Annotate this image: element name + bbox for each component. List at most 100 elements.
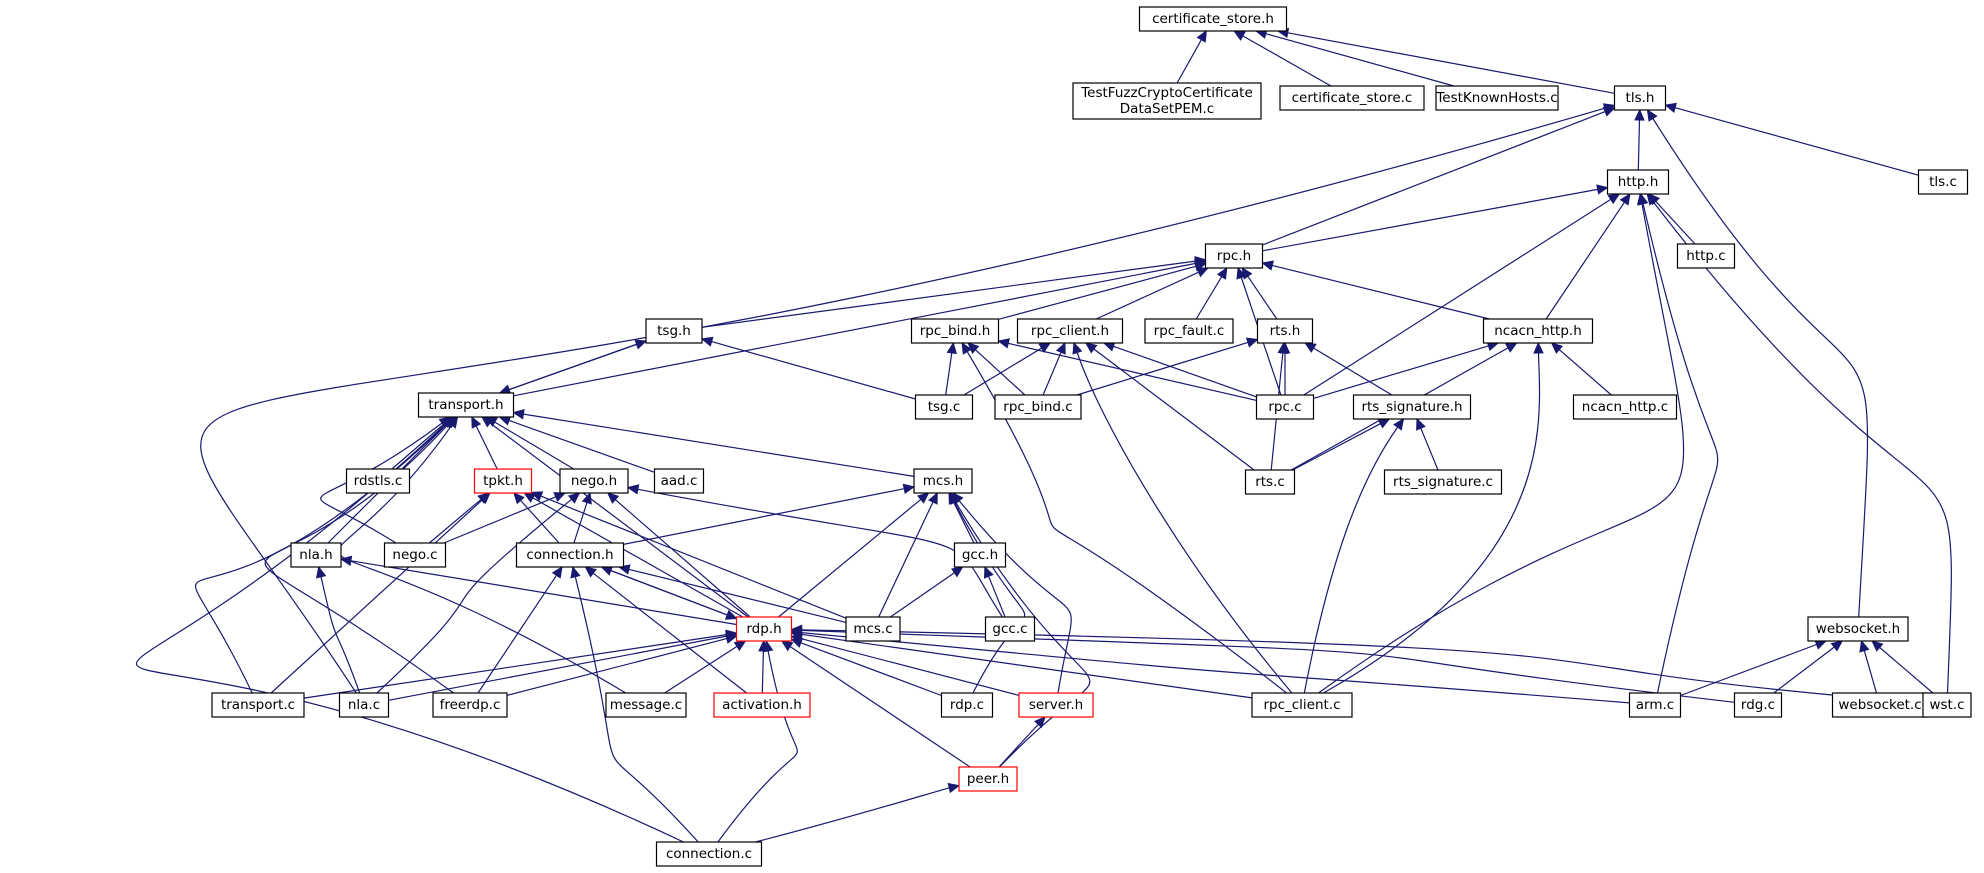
node-mcs-h[interactable]: mcs.h bbox=[913, 468, 973, 494]
arrowhead-icon bbox=[626, 484, 640, 495]
arrowhead-icon bbox=[1602, 103, 1616, 114]
edge-rpc_fault_c-to-rpc_h bbox=[1195, 266, 1228, 320]
node-rpc-h[interactable]: rpc.h bbox=[1204, 243, 1264, 269]
node-nla-h[interactable]: nla.h bbox=[290, 542, 342, 568]
node-arm-c[interactable]: arm.c bbox=[1628, 692, 1682, 718]
node-freerdp-c[interactable]: freerdp.c bbox=[432, 692, 508, 718]
arrowhead-icon bbox=[947, 782, 961, 794]
node-tls-h[interactable]: tls.h bbox=[1613, 85, 1667, 111]
edge-peer_h-to-mcs_h bbox=[949, 491, 1091, 768]
node-rts-c[interactable]: rts.c bbox=[1244, 469, 1296, 495]
node-connection-c[interactable]: connection.c bbox=[655, 841, 763, 867]
node-message-c[interactable]: message.c bbox=[605, 692, 687, 718]
edge-mcs_c-to-tpkt_h bbox=[530, 491, 847, 619]
arrowhead-icon bbox=[1393, 418, 1405, 431]
node-transport-c[interactable]: transport.c bbox=[211, 692, 305, 718]
arrowhead-icon bbox=[339, 555, 353, 567]
node-rpc-client-h[interactable]: rpc_client.h bbox=[1016, 318, 1124, 344]
node-ncacn-http-h[interactable]: ncacn_http.h bbox=[1482, 318, 1594, 344]
node-aad-c[interactable]: aad.c bbox=[653, 468, 705, 494]
node-gcc-c[interactable]: gcc.c bbox=[984, 616, 1036, 642]
edge-line bbox=[952, 501, 975, 544]
node-tls-c[interactable]: tls.c bbox=[1917, 169, 1969, 195]
arrowhead-icon bbox=[512, 409, 525, 420]
node-rts-signature-c[interactable]: rts_signature.c bbox=[1383, 469, 1503, 495]
node-rdg-c[interactable]: rdg.c bbox=[1733, 692, 1783, 718]
node-label: TestKnownHosts.c bbox=[1435, 90, 1557, 106]
node-certificate-store-h: certificate_store.h bbox=[1138, 6, 1288, 32]
edge-line bbox=[520, 499, 560, 544]
node-activation-h[interactable]: activation.h bbox=[713, 692, 811, 718]
arrowhead-icon bbox=[471, 415, 482, 429]
edge-line bbox=[1303, 198, 1612, 396]
edge-line bbox=[320, 422, 443, 544]
node-rpc-bind-c[interactable]: rpc_bind.c bbox=[994, 394, 1082, 420]
node-rts-signature-h[interactable]: rts_signature.h bbox=[1352, 394, 1472, 420]
node-TestKnownHosts-c[interactable]: TestKnownHosts.c bbox=[1435, 85, 1559, 111]
edge-arm_c-to-http_h bbox=[1638, 192, 1719, 694]
edge-line bbox=[1313, 345, 1489, 399]
edge-nego_c-to-nego_h bbox=[443, 492, 567, 544]
node-websocket-c[interactable]: websocket.c bbox=[1831, 692, 1929, 718]
node-http-h[interactable]: http.h bbox=[1606, 169, 1670, 195]
node-wst-c[interactable]: wst.c bbox=[1922, 692, 1972, 718]
node-rdstls-c[interactable]: rdstls.c bbox=[345, 468, 411, 494]
edge-certificate_store_c-to-certificate_store_h bbox=[1233, 30, 1332, 87]
edge-line bbox=[1242, 35, 1332, 87]
node-box bbox=[290, 542, 342, 568]
node-box bbox=[1922, 692, 1972, 718]
node-label: connection.c bbox=[666, 846, 752, 862]
node-rdp-h[interactable]: rdp.h bbox=[735, 616, 793, 642]
node-mcs-c[interactable]: mcs.c bbox=[845, 616, 901, 642]
arrowhead-icon bbox=[1261, 260, 1274, 271]
arrowhead-icon bbox=[1196, 29, 1207, 43]
edge-rpc_bind_c-to-rpc_bind_h bbox=[967, 342, 1026, 396]
node-rpc-client-c[interactable]: rpc_client.c bbox=[1251, 692, 1353, 718]
node-box bbox=[958, 766, 1018, 792]
node-transport-h[interactable]: transport.h bbox=[417, 392, 515, 418]
node-nego-c[interactable]: nego.c bbox=[383, 542, 447, 568]
edges-layer bbox=[135, 27, 1952, 843]
edge-line bbox=[1652, 201, 1952, 694]
edge-rpc_client_c-to-rpc_client_h bbox=[1072, 341, 1293, 694]
node-rpc-fault-c[interactable]: rpc_fault.c bbox=[1144, 318, 1234, 344]
arrowhead-icon bbox=[1634, 108, 1645, 121]
arrowhead-icon bbox=[513, 492, 525, 505]
node-ncacn-http-c[interactable]: ncacn_http.c bbox=[1572, 394, 1678, 420]
node-server-h[interactable]: server.h bbox=[1018, 692, 1094, 718]
node-nego-h[interactable]: nego.h bbox=[559, 468, 629, 494]
node-label: gcc.h bbox=[962, 547, 998, 563]
node-gcc-h[interactable]: gcc.h bbox=[953, 542, 1007, 568]
node-certificate-store-c[interactable]: certificate_store.c bbox=[1279, 85, 1425, 111]
edge-tsg_c-to-tsg_h bbox=[700, 336, 916, 400]
node-tpkt-h[interactable]: tpkt.h bbox=[473, 468, 533, 494]
node-http-c[interactable]: http.c bbox=[1676, 243, 1736, 269]
arrowhead-icon bbox=[1619, 192, 1631, 206]
node-tsg-h[interactable]: tsg.h bbox=[645, 318, 703, 344]
edge-wst_c-to-http_h bbox=[1646, 193, 1952, 694]
node-tsg-c[interactable]: tsg.c bbox=[914, 394, 974, 420]
node-box bbox=[653, 468, 705, 494]
edge-line bbox=[270, 499, 483, 694]
node-rpc-c[interactable]: rpc.c bbox=[1255, 394, 1315, 420]
node-peer-h[interactable]: peer.h bbox=[958, 766, 1018, 792]
arrowhead-icon bbox=[1072, 341, 1083, 355]
edge-mcs_c-to-gcc_h bbox=[890, 566, 964, 618]
node-box bbox=[1144, 318, 1234, 344]
node-connection-h[interactable]: connection.h bbox=[515, 542, 625, 568]
edge-rdp_h-to-nego_h bbox=[606, 492, 751, 618]
edge-connection_h-to-nego_h bbox=[573, 491, 592, 544]
node-box bbox=[984, 616, 1036, 642]
node-rts-h[interactable]: rts.h bbox=[1256, 318, 1314, 344]
node-rpc-bind-h[interactable]: rpc_bind.h bbox=[910, 318, 1000, 344]
edge-freerdp_c-to-rdp_h bbox=[506, 633, 738, 696]
node-rdp-c[interactable]: rdp.c bbox=[940, 692, 994, 718]
edge-line bbox=[1879, 647, 1934, 694]
edge-rpc_bind_c-to-rpc_client_h bbox=[1042, 341, 1066, 396]
node-nla-c[interactable]: nla.c bbox=[338, 692, 390, 718]
node-label: transport.c bbox=[221, 697, 295, 713]
edge-nego_h-to-transport_h bbox=[485, 416, 575, 470]
node-websocket-h[interactable]: websocket.h bbox=[1807, 616, 1909, 642]
